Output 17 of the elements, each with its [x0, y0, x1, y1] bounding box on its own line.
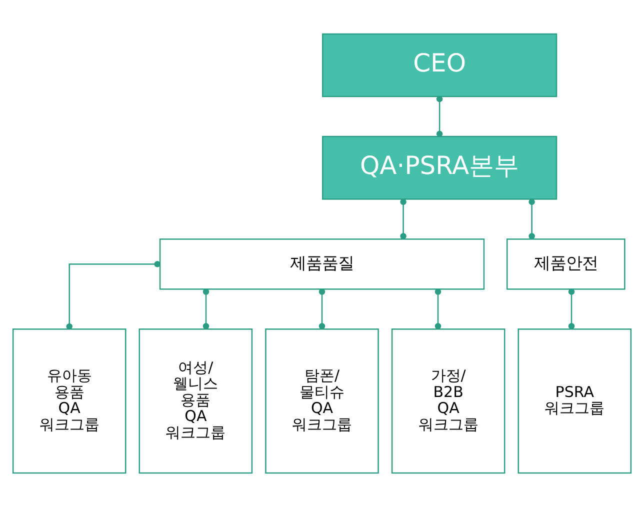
node-box: 제품안전 — [506, 238, 626, 290]
connector — [528, 198, 535, 239]
node-box: 유아동 용품 QA 워크그룹 — [12, 328, 126, 474]
connector — [568, 288, 575, 329]
connector — [202, 288, 210, 329]
node-box: PSRA 워크그룹 — [518, 328, 632, 474]
node-box: 탐폰/ 물티슈 QA 워크그룹 — [265, 328, 379, 474]
connector — [66, 260, 160, 330]
node-box: CEO — [322, 32, 558, 97]
connector — [434, 288, 442, 329]
connector — [436, 95, 443, 136]
connector — [400, 198, 406, 239]
connector — [318, 288, 326, 329]
node-box: 가정/ B2B QA 워크그룹 — [391, 328, 506, 474]
node-box: QA·PSRA본부 — [322, 135, 558, 200]
node-box: 여성/ 웰니스 용품 QA 워크그룹 — [138, 328, 253, 474]
node-box: 제품품질 — [159, 238, 485, 290]
